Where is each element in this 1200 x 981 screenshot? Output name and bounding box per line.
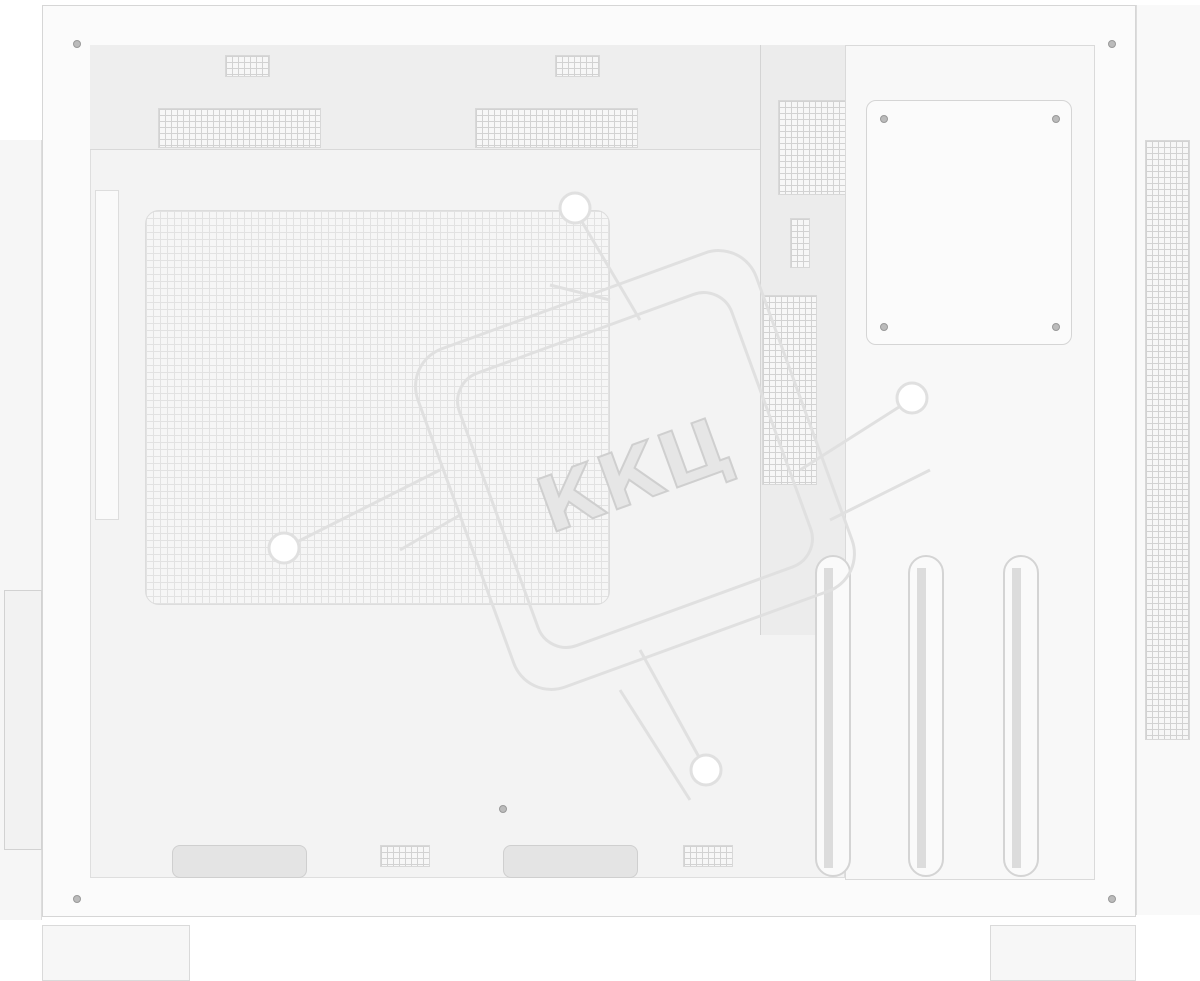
bottom-cable-cutout-right	[503, 845, 638, 878]
top-vent-right	[475, 108, 638, 148]
psu-mount-plate	[866, 100, 1072, 345]
pcie-slot-bar	[917, 568, 926, 868]
pcie-slot-1	[815, 555, 851, 877]
top-small-vent-1	[225, 55, 270, 77]
rear-vent-strip	[1145, 140, 1190, 740]
screw	[499, 805, 507, 813]
screw	[1052, 115, 1060, 123]
front-fan	[95, 190, 119, 520]
foot-right	[990, 925, 1136, 981]
motherboard-mesh-panel	[145, 210, 610, 605]
corner-screw	[73, 40, 81, 48]
partition-vent-top	[778, 100, 846, 195]
corner-screw	[1108, 895, 1116, 903]
corner-screw	[1108, 40, 1116, 48]
screw	[880, 115, 888, 123]
screw	[880, 323, 888, 331]
bottom-tie-slot-2	[683, 845, 733, 867]
pcie-slot-3	[1003, 555, 1039, 877]
partition-vent-middle	[762, 295, 817, 485]
top-vent-left	[158, 108, 321, 148]
pcie-slot-bar	[1012, 568, 1021, 868]
bottom-cable-cutout-left	[172, 845, 307, 878]
bottom-tie-slot-1	[380, 845, 430, 867]
corner-screw	[73, 895, 81, 903]
top-small-vent-2	[555, 55, 600, 77]
foot-left	[42, 925, 190, 981]
partition-vent-small	[790, 218, 810, 268]
io-ports-panel	[4, 590, 42, 850]
pcie-slot-2	[908, 555, 944, 877]
screw	[1052, 323, 1060, 331]
pcie-slot-bar	[824, 568, 833, 868]
